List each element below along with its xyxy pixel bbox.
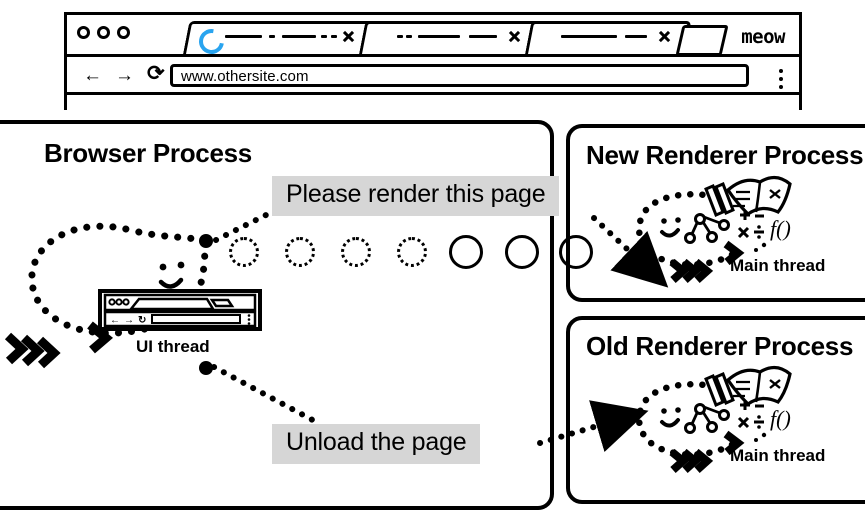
tab-2-close-icon[interactable]	[508, 30, 521, 43]
new-tab-button[interactable]	[675, 25, 729, 56]
task-circle-2[interactable]	[285, 237, 315, 267]
browser-process-title: Browser Process	[44, 138, 252, 168]
new-renderer-title: New Renderer Process	[586, 140, 864, 170]
task-circle-1[interactable]	[229, 237, 259, 267]
task-circle-5[interactable]	[449, 235, 483, 269]
new-renderer-thread-label: Main thread	[730, 256, 826, 275]
address-bar[interactable]: www.othersite.com	[170, 64, 749, 87]
window-dot-3[interactable]	[117, 26, 130, 39]
tab-3-title	[561, 35, 665, 39]
tab-active-close-icon[interactable]	[342, 30, 355, 43]
window-controls[interactable]	[77, 26, 130, 39]
tab-strip: meow	[67, 15, 799, 59]
window-dot-2[interactable]	[97, 26, 110, 39]
address-bar-value: www.othersite.com	[181, 68, 309, 85]
kebab-menu-icon[interactable]	[779, 69, 783, 93]
brand-label: meow	[741, 26, 785, 48]
tab-active[interactable]	[183, 21, 376, 59]
reload-icon[interactable]: ⟳	[147, 62, 165, 85]
old-renderer-title: Old Renderer Process	[586, 331, 854, 361]
tab-3[interactable]	[525, 21, 692, 54]
render-message-chip: Please render this page	[272, 176, 560, 216]
tab-2-inner	[359, 21, 535, 54]
browser-window: meow ← → ⟳ www.othersite.com	[64, 12, 802, 110]
task-circle-3[interactable]	[341, 237, 371, 267]
window-dot-1[interactable]	[77, 26, 90, 39]
unload-message-chip: Unload the page	[272, 424, 481, 464]
loading-spinner-icon	[194, 24, 229, 59]
tab-3-inner	[525, 21, 685, 54]
tab-3-close-icon[interactable]	[658, 30, 671, 43]
tab-2-title	[397, 35, 509, 39]
unload-message-anchor-dot	[199, 361, 213, 375]
task-circle-7[interactable]	[559, 235, 593, 269]
task-circle-4[interactable]	[397, 237, 427, 267]
render-message-anchor-dot	[199, 234, 213, 248]
tab-active-title	[225, 35, 337, 39]
old-renderer-thread-label: Main thread	[730, 446, 826, 465]
ui-thread-label: UI thread	[136, 337, 210, 356]
tab-active-inner	[183, 21, 369, 59]
back-icon[interactable]: ←	[83, 65, 102, 86]
forward-icon[interactable]: →	[115, 65, 134, 86]
tab-2[interactable]	[359, 21, 542, 54]
omnibox-row: ← → ⟳ www.othersite.com	[67, 57, 799, 95]
task-circle-6[interactable]	[505, 235, 539, 269]
